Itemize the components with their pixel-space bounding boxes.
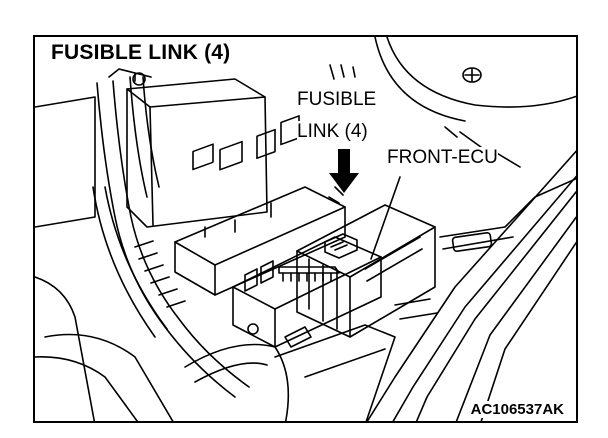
battery-block [35, 78, 268, 228]
relay-box [174, 115, 346, 296]
figure-code: AC106537AK [468, 401, 566, 418]
wire-harness [35, 68, 290, 421]
chassis-lines [35, 276, 396, 421]
fusible-link-label-line1: FUSIBLE [297, 89, 377, 111]
pointer-arrow [329, 149, 359, 193]
engine-bay-drawing [35, 37, 576, 421]
illustration-frame: FUSIBLE LINK (4) FUSIBLE LINK (4) FRONT-… [33, 35, 578, 423]
front-ecu-box [296, 204, 436, 338]
reservoir-outline [329, 37, 576, 168]
leader-lines [370, 176, 401, 260]
fender-panel [366, 150, 576, 421]
fusible-link-label-line2: LINK (4) [297, 121, 368, 143]
fusible-link-cluster [232, 186, 382, 348]
front-ecu-label: FRONT-ECU [387, 147, 498, 169]
figure-title: FUSIBLE LINK (4) [49, 41, 233, 65]
